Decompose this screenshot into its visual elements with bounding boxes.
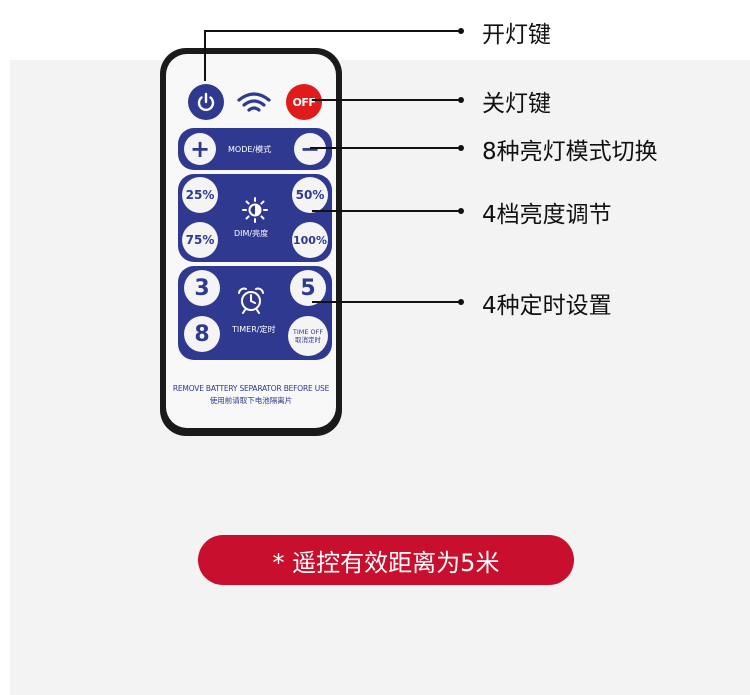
mode-plus-button[interactable]: + (184, 133, 216, 165)
timer-off-button[interactable]: TIME OFF 取消定时 (288, 316, 328, 356)
remote-control: OFF + MODE/模式 − 25% 50% 75% 100% (160, 48, 342, 436)
callout-dot-power-off (458, 97, 464, 103)
callout-dot-timer (458, 299, 464, 305)
dim-75-button[interactable]: 75% (182, 222, 218, 258)
callout-mode: 8种亮灯模式切换 (482, 139, 658, 165)
callout-line-power-on (204, 30, 460, 32)
dim-100-button[interactable]: 100% (292, 222, 328, 258)
remote-face: OFF + MODE/模式 − 25% 50% 75% 100% (166, 54, 336, 428)
timer-button-group: 3 5 8 TIME OFF 取消定时 TIMER/定时 (178, 266, 332, 360)
power-off-button[interactable]: OFF (286, 84, 322, 120)
alarm-clock-icon (238, 287, 264, 314)
callout-line-mode (310, 147, 460, 149)
callout-power-on: 开灯键 (482, 22, 551, 48)
callout-line-timer (312, 301, 460, 303)
wifi-icon (237, 92, 271, 112)
dim-50-button[interactable]: 50% (292, 177, 328, 213)
callout-dim: 4档亮度调节 (482, 202, 612, 228)
callout-dot-dim (458, 208, 464, 214)
timer-5-button[interactable]: 5 (290, 270, 326, 306)
dim-label: DIM/亮度 (234, 229, 269, 238)
mode-label: MODE/模式 (228, 145, 272, 154)
mode-button-group: + MODE/模式 − (178, 128, 332, 170)
range-note-badge: * 遥控有效距离为5米 (198, 535, 574, 585)
timer-3-button[interactable]: 3 (184, 270, 220, 306)
callout-power-off: 关灯键 (482, 91, 551, 117)
timer-off-label-cn: 取消定时 (295, 336, 321, 344)
sun-icon (242, 197, 268, 223)
callout-line-power-on-vertical (204, 31, 206, 81)
dim-button-group: 25% 50% 75% 100% DIM/亮度 (178, 174, 332, 262)
background-panel (10, 60, 750, 695)
timer-off-label-en: TIME OFF (292, 328, 324, 336)
power-on-button[interactable] (188, 84, 224, 120)
callout-line-dim (312, 210, 460, 212)
callout-line-power-off (312, 99, 460, 101)
timer-label: TIMER/定时 (232, 325, 276, 334)
mode-minus-button[interactable]: − (294, 133, 326, 165)
power-icon (197, 92, 215, 112)
timer-8-button[interactable]: 8 (184, 316, 220, 352)
dim-25-button[interactable]: 25% (182, 177, 218, 213)
callout-dot-power-on (458, 28, 464, 34)
battery-separator-note-en: REMOVE BATTERY SEPARATOR BEFORE USE (172, 384, 330, 393)
callout-dot-mode (458, 145, 464, 151)
callout-timer: 4种定时设置 (482, 293, 612, 319)
battery-separator-note-cn: 使用前请取下电池隔离片 (209, 396, 293, 405)
